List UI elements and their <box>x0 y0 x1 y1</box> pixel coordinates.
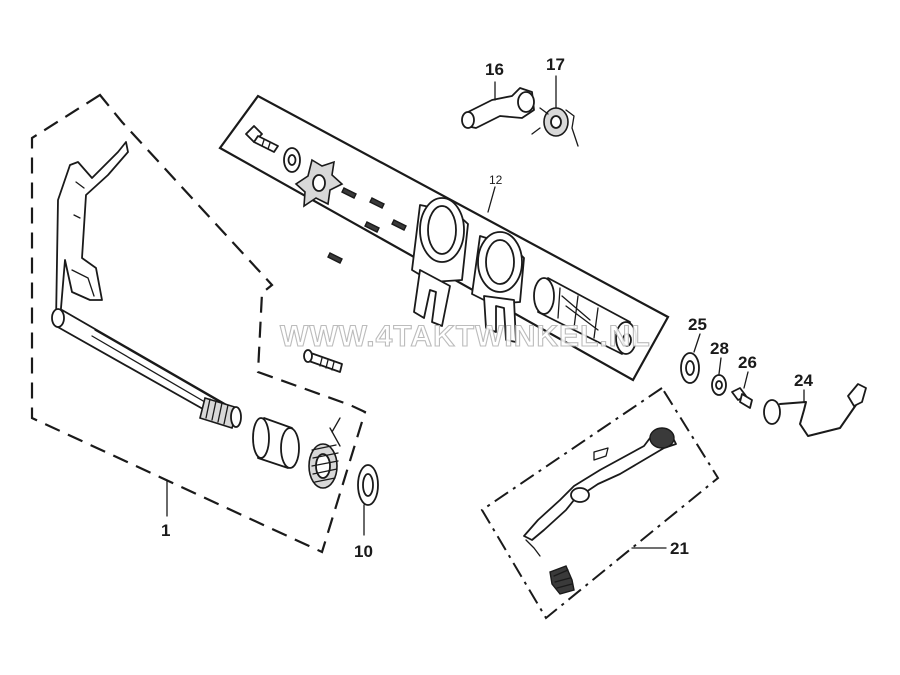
drum-stopper-arm-16 <box>461 87 535 129</box>
shift-fork-1 <box>411 197 469 327</box>
pedal-rubber <box>549 565 575 595</box>
return-spring <box>308 417 341 489</box>
washer-28 <box>711 374 727 396</box>
callout-26: 26 <box>738 353 757 372</box>
washer <box>283 147 301 173</box>
callout-16: 16 <box>485 60 504 79</box>
callout-21: 21 <box>670 539 689 558</box>
small-stud-bolt <box>303 349 343 373</box>
callout-25: 25 <box>688 315 707 334</box>
gear-shift-spindle <box>51 141 242 430</box>
group-1-outline <box>30 93 367 554</box>
stopper-spring-17 <box>531 107 579 147</box>
callout-28: 28 <box>710 339 729 358</box>
leader-lines <box>166 75 805 549</box>
shift-fork-2 <box>471 231 525 343</box>
shift-drum-star <box>294 158 344 208</box>
gear-change-pedal <box>523 427 677 557</box>
watermark: WWW.4TAKTWINKEL.NL <box>280 320 651 353</box>
shift-drum <box>533 277 637 355</box>
callout-1: 1 <box>161 521 170 540</box>
gear-indicator-cable-24 <box>763 383 867 437</box>
callout-10: 10 <box>354 542 373 561</box>
callout-12: 12 <box>489 173 503 187</box>
shift-drum-pins <box>327 187 407 264</box>
group-21-outline <box>480 386 720 620</box>
callout-24: 24 <box>794 371 813 390</box>
bolt-26 <box>731 387 753 409</box>
drum-stopper-bolt <box>245 125 279 153</box>
oil-seal-25 <box>680 352 700 384</box>
group-12-outline <box>218 94 670 382</box>
oil-seal-10 <box>357 464 379 506</box>
callout-17: 17 <box>546 55 565 74</box>
shift-spindle-collar <box>252 417 300 469</box>
